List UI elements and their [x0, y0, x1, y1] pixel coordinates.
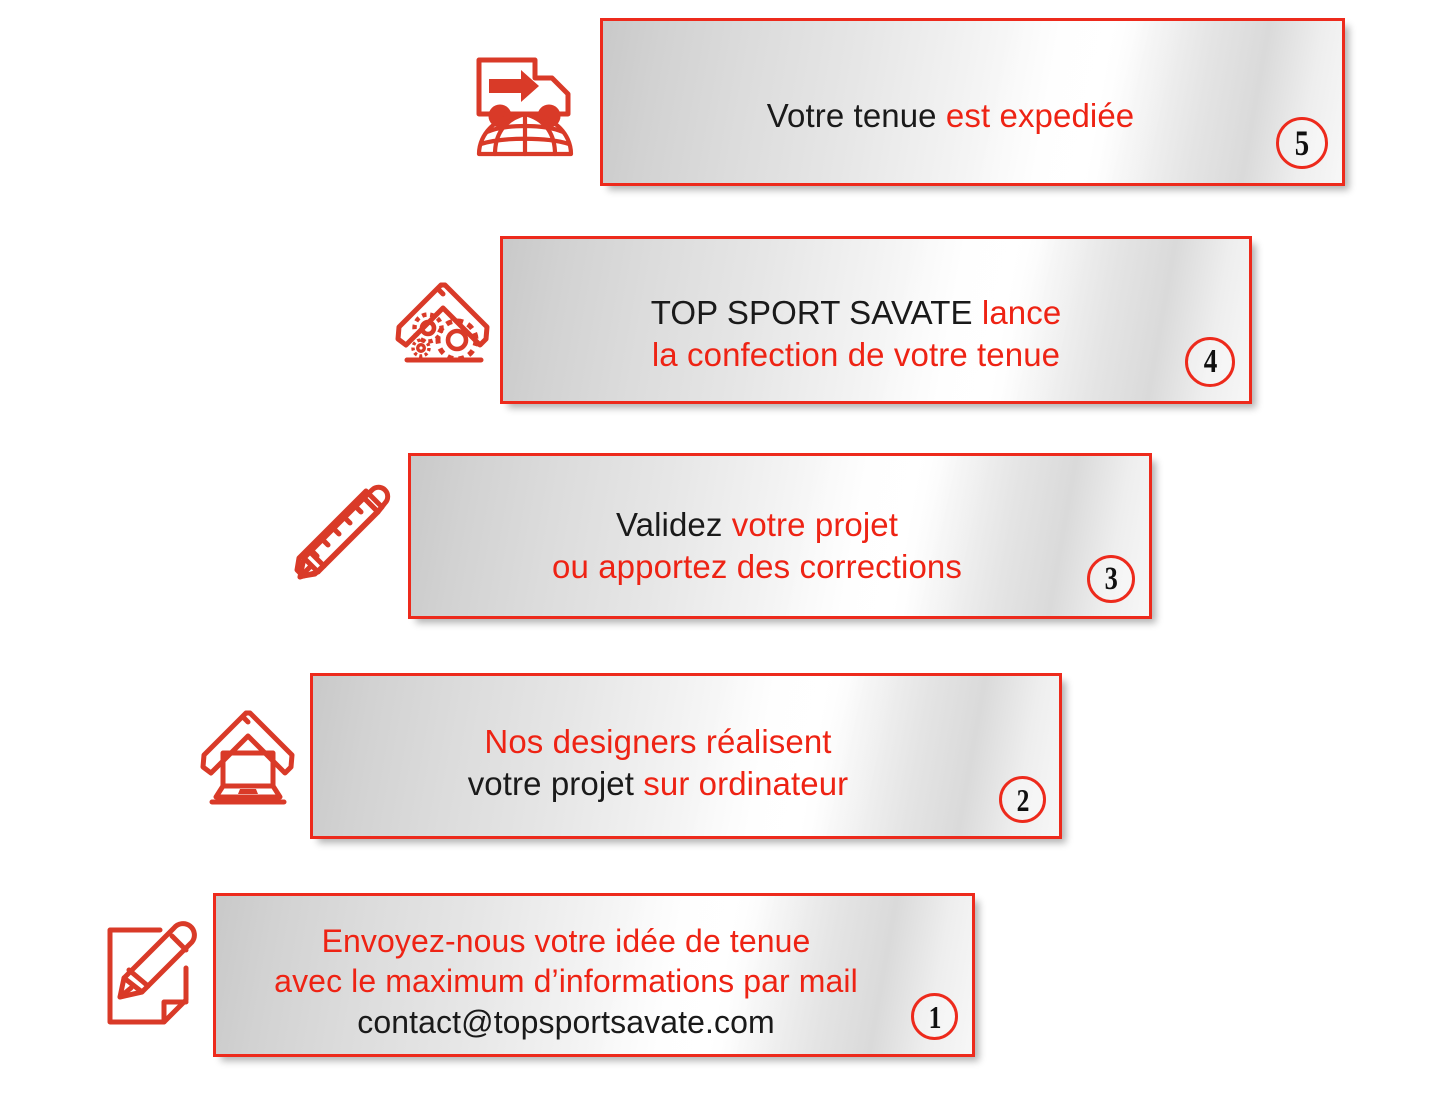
delivery-truck-globe-icon: [473, 48, 577, 160]
step-number: 2: [1016, 781, 1029, 818]
step-number: 3: [1104, 560, 1118, 597]
text-segment: lance: [981, 294, 1062, 331]
step-line: Envoyez-nous votre idée de tenue: [216, 921, 916, 961]
step-bar-5[interactable]: Votre tenue est expediée 5: [600, 18, 1345, 186]
step-number: 1: [928, 998, 941, 1035]
text-segment: votre projet: [467, 764, 644, 802]
step-line: avec le maximum d’informations par mail: [216, 961, 916, 1001]
roof-gears-icon: [387, 264, 499, 376]
step-bar-2[interactable]: Nos designers réalisent votre projet sur…: [310, 673, 1062, 839]
step-line: votre projet sur ordinateur: [313, 763, 1003, 805]
step-bar-1[interactable]: Envoyez-nous votre idée de tenue avec le…: [213, 893, 975, 1057]
text-segment: Nos designers réalisent: [484, 723, 832, 760]
text-segment: TOP SPORT SAVATE: [650, 294, 982, 331]
text-segment: ou apportez des corrections: [552, 547, 962, 585]
document-pencil-edit-icon: [98, 920, 202, 1032]
step-line: TOP SPORT SAVATE lance: [503, 292, 1209, 334]
step-line: Nos designers réalisent: [313, 721, 1003, 763]
step-number-badge-5: 5: [1276, 117, 1328, 169]
step-number: 4: [1203, 343, 1217, 380]
text-segment: avec le maximum d’informations par mail: [274, 963, 858, 1000]
text-segment: la confection de votre tenue: [651, 335, 1061, 373]
step-line: Validez votre projet: [411, 504, 1103, 546]
ruler-pencil-cross-icon: [286, 478, 394, 590]
text-segment: Envoyez-nous votre idée de tenue: [321, 923, 811, 959]
text-segment: Validez: [615, 506, 732, 543]
step-number-badge-3: 3: [1087, 555, 1135, 603]
step-line: la confection de votre tenue: [503, 334, 1209, 376]
step-text-1: Envoyez-nous votre idée de tenue avec le…: [216, 921, 972, 1042]
step-line: Votre tenue est expediée: [603, 95, 1298, 137]
roof-laptop-icon: [192, 698, 304, 810]
text-segment: contact@topsportsavate.com: [357, 1003, 775, 1040]
text-segment: sur ordinateur: [643, 764, 849, 802]
step-number: 5: [1294, 123, 1310, 163]
step-number-badge-1: 1: [911, 993, 958, 1040]
step-bar-4[interactable]: TOP SPORT SAVATE lance la confection de …: [500, 236, 1252, 404]
step-text-5: Votre tenue est expediée: [603, 95, 1342, 137]
text-segment: est expediée: [945, 97, 1135, 134]
step-line: ou apportez des corrections: [411, 546, 1103, 588]
step-text-4: TOP SPORT SAVATE lance la confection de …: [503, 292, 1249, 375]
text-segment: votre projet: [731, 506, 899, 543]
step-text-2: Nos designers réalisent votre projet sur…: [313, 721, 1059, 804]
step-number-badge-4: 4: [1185, 337, 1235, 387]
text-segment: Votre tenue: [766, 97, 946, 134]
step-number-badge-2: 2: [999, 776, 1046, 823]
step-text-3: Validez votre projet ou apportez des cor…: [411, 504, 1149, 587]
contact-email[interactable]: contact@topsportsavate.com: [216, 1002, 916, 1042]
step-bar-3[interactable]: Validez votre projet ou apportez des cor…: [408, 453, 1152, 619]
